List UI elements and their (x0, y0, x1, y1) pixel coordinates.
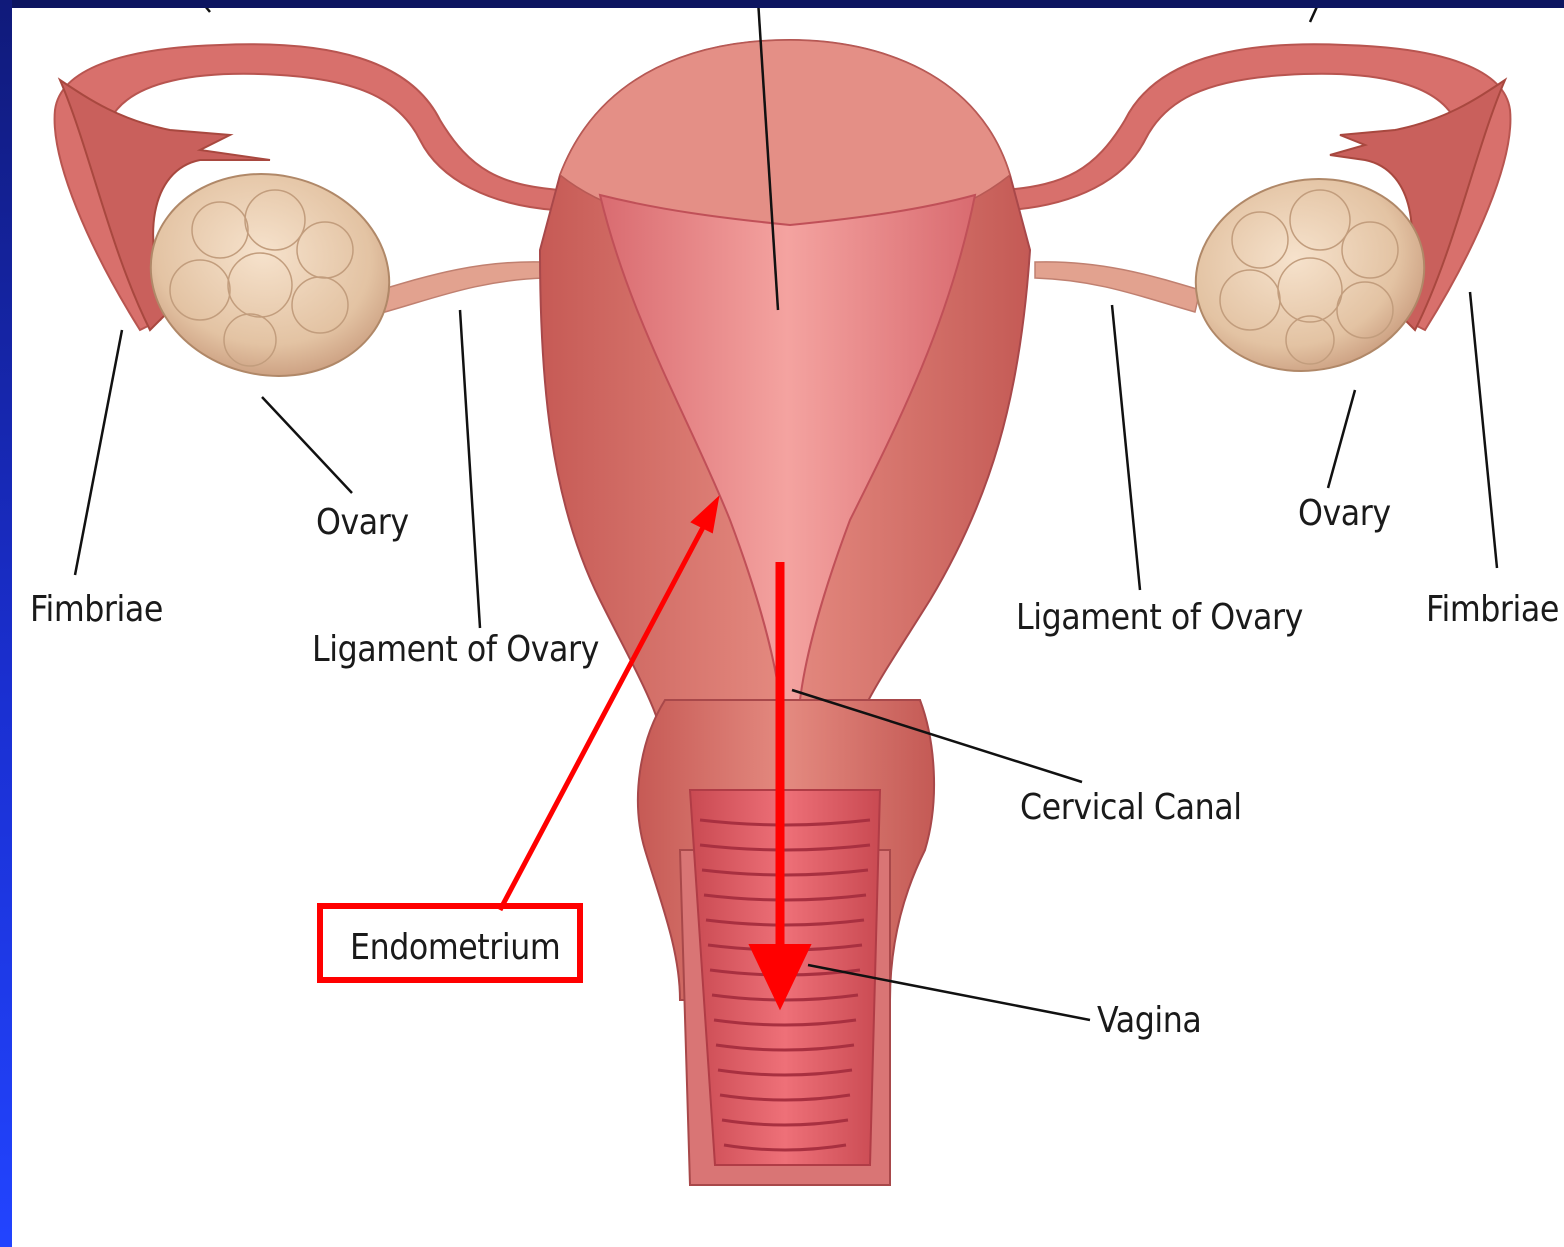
left-ovarian-ligament (380, 262, 545, 312)
label-ovary-left: Ovary (316, 505, 409, 541)
label-fimbriae-left: Fimbriae (30, 592, 163, 628)
label-endometrium: Endometrium (350, 930, 560, 966)
leader-fimbriae-right (1470, 292, 1497, 568)
label-vagina: Vagina (1097, 1003, 1201, 1039)
leader-ligament-left (460, 310, 480, 628)
leader-ovary-right (1328, 390, 1355, 488)
slide-left-border (0, 0, 12, 1247)
leader-ovary-left (262, 397, 352, 493)
label-fimbriae-right: Fimbriae (1426, 592, 1559, 628)
label-ligament-left: Ligament of Ovary (312, 632, 599, 668)
label-ligament-right: Ligament of Ovary (1016, 600, 1303, 636)
label-ovary-right: Ovary (1298, 496, 1391, 532)
leader-fimbriae-left (75, 330, 122, 575)
label-cervical-canal: Cervical Canal (1020, 790, 1242, 826)
right-ovary (1178, 158, 1442, 392)
slide-top-border (0, 0, 1564, 8)
right-ovarian-ligament (1035, 262, 1200, 312)
leader-ligament-right (1112, 305, 1140, 590)
